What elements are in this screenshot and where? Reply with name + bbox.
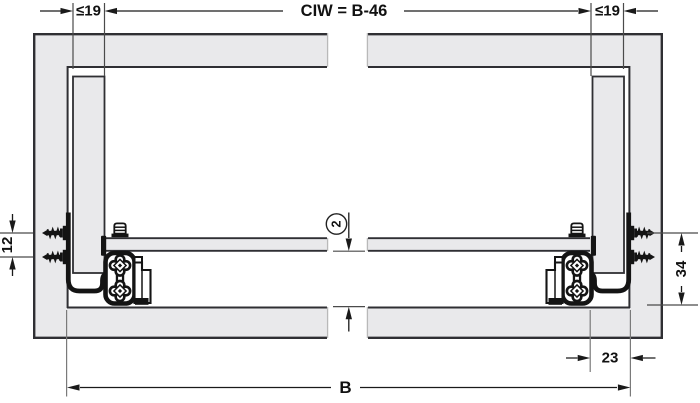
dimension-top-row: ≤19 CIW = B-46 ≤19 bbox=[40, 2, 658, 76]
cabinet-carcase bbox=[33, 31, 663, 341]
drawer-bottom-panel bbox=[105, 237, 590, 252]
dim-panel-thickness-right: ≤19 bbox=[595, 3, 620, 20]
dim-panel-thickness-left: ≤19 bbox=[76, 3, 101, 20]
dim-internal-width-formula: CIW = B-46 bbox=[301, 2, 388, 20]
dim-mounting-height: 34 bbox=[673, 260, 690, 277]
dim-offset: 23 bbox=[602, 350, 619, 367]
dimension-cabinet-width-B: B bbox=[66, 310, 631, 397]
dimension-screw-spacing-12: 12 bbox=[0, 214, 33, 276]
callout-number: 2 bbox=[330, 220, 344, 227]
dim-cabinet-width: B bbox=[339, 378, 351, 397]
drawer-side-panel-right bbox=[591, 75, 625, 274]
break-gap-top bbox=[327, 31, 368, 69]
drawer-side-panel-left bbox=[72, 75, 106, 274]
break-gap-bottom bbox=[327, 306, 368, 341]
callout-note-2: 2 bbox=[325, 212, 365, 332]
dim-screw-spacing: 12 bbox=[0, 237, 16, 254]
dimension-mounting-height-34: 34 bbox=[647, 232, 698, 306]
dimension-offset-23: 23 bbox=[566, 310, 656, 397]
drawer-side-panels bbox=[72, 75, 625, 274]
